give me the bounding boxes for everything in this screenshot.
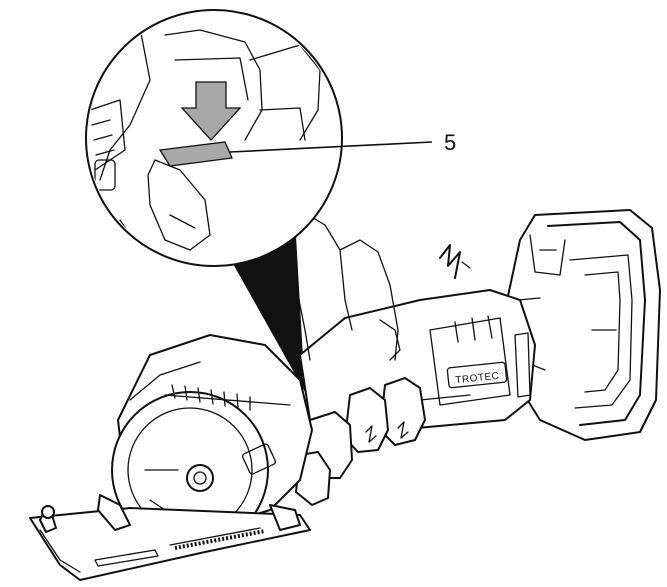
base-plate: [29, 494, 311, 581]
magnifier-pointer-wedge: [232, 236, 305, 392]
down-arrow-icon: [180, 81, 242, 141]
brand-label: TROTEC: [455, 371, 500, 387]
callout-number: 5: [444, 130, 456, 155]
operator-hand: [289, 209, 426, 506]
magnified-detail-circle: [85, 9, 343, 267]
switch-lever-highlight: [158, 141, 233, 167]
blade-guard: [111, 334, 313, 549]
lightning-spark-icon: [439, 244, 471, 279]
callout-leader-line: [229, 141, 433, 153]
